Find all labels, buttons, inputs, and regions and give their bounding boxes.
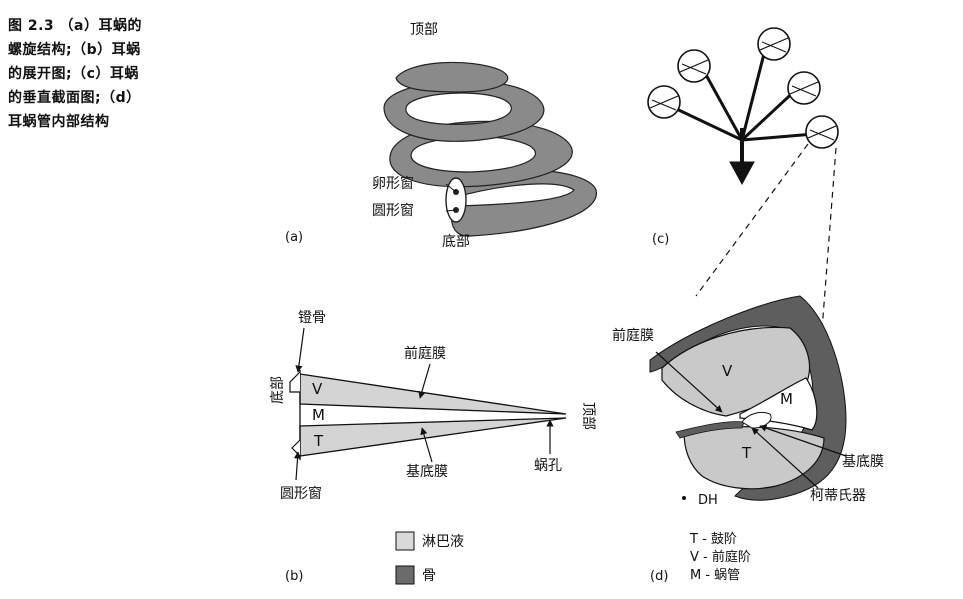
label-v-d: V (722, 362, 733, 380)
label-helicotrema: 蜗孔 (534, 458, 562, 474)
organ-of-corti-shape (741, 411, 772, 429)
label-base-b: 底部 (270, 376, 286, 404)
label-m-d: M (780, 390, 793, 408)
panel-label-d: (d) (650, 569, 668, 584)
section-circle-2 (757, 27, 791, 61)
label-t-b: T (313, 432, 324, 450)
legend-swatch-fluid (395, 531, 415, 551)
legend-label-fluid: 淋巴液 (422, 534, 464, 550)
round-window-membrane (291, 439, 301, 457)
down-arrow-head (729, 161, 755, 186)
label-stapes: 镫骨 (298, 310, 326, 326)
section-circle-3 (647, 85, 681, 119)
label-vestibular-membrane-b: 前庭膜 (404, 345, 446, 362)
label-basilar-membrane-d: 基底膜 (842, 453, 884, 470)
panel-a-cochlea-spiral (383, 61, 597, 237)
caption-line-5: 耳蜗管内部结构 (8, 114, 110, 130)
label-vestibular-membrane-d: 前庭膜 (612, 327, 654, 344)
panel-b-unrolled (289, 327, 567, 481)
legend: 淋巴液 骨 (395, 531, 464, 585)
legend-label-bone: 骨 (422, 568, 436, 584)
label-apex-a: 顶部 (410, 22, 438, 38)
caption-line-2: 螺旋结构;（b）耳蜗 (8, 42, 141, 58)
legend-swatch-bone (395, 565, 415, 585)
label-oval-window-a: 卵形窗 (372, 175, 414, 192)
label-t-d: T (741, 444, 752, 462)
label-basilar-membrane-b: 基底膜 (406, 463, 448, 480)
figure-caption: 图 2.3 （a）耳蜗的 螺旋结构;（b）耳蜗 的展开图;（c）耳蜗 的垂直截面… (8, 14, 226, 134)
spiral-apex-cap (395, 61, 509, 93)
label-apex-b: 顶部 (580, 402, 596, 430)
caption-line-3: 的展开图;（c）耳蜗 (8, 66, 139, 82)
spiral-turn-bottom (451, 169, 597, 237)
panel-c-section-fan (647, 27, 839, 331)
panel-label-a: (a) (285, 230, 303, 245)
abbrev-m: M - 蜗管 (690, 567, 740, 583)
abbrev-v: V - 前庭阶 (690, 549, 751, 565)
zoom-line-right (821, 147, 837, 331)
spiral-lamina (675, 421, 745, 439)
label-dh: DH (698, 493, 718, 508)
label-m-b: M (312, 406, 325, 424)
spiral-base-opening (445, 177, 467, 223)
label-round-window-a: 圆形窗 (372, 202, 414, 219)
label-base-a: 底部 (442, 234, 470, 250)
label-organ-of-corti: 柯蒂氏器 (810, 488, 866, 504)
abbrev-t: T - 鼓阶 (689, 532, 737, 547)
section-circle-1 (677, 49, 711, 83)
label-v-b: V (312, 380, 323, 398)
zoom-line-left (695, 143, 809, 297)
scala-tympani-region (299, 417, 567, 457)
label-round-window-b: 圆形窗 (280, 485, 322, 502)
panel-d-cross-section (649, 295, 847, 501)
section-circle-5 (805, 115, 839, 149)
scala-vestibuli-region (299, 373, 567, 415)
panel-label-c: (c) (652, 232, 669, 247)
caption-line-4: 的垂直截面图;（d） (8, 90, 141, 106)
caption-line-1: 图 2.3 （a）耳蜗的 (8, 18, 142, 34)
section-circle-4 (787, 71, 821, 105)
stapes-footplate (289, 371, 301, 393)
panel-label-b: (b) (285, 569, 303, 584)
